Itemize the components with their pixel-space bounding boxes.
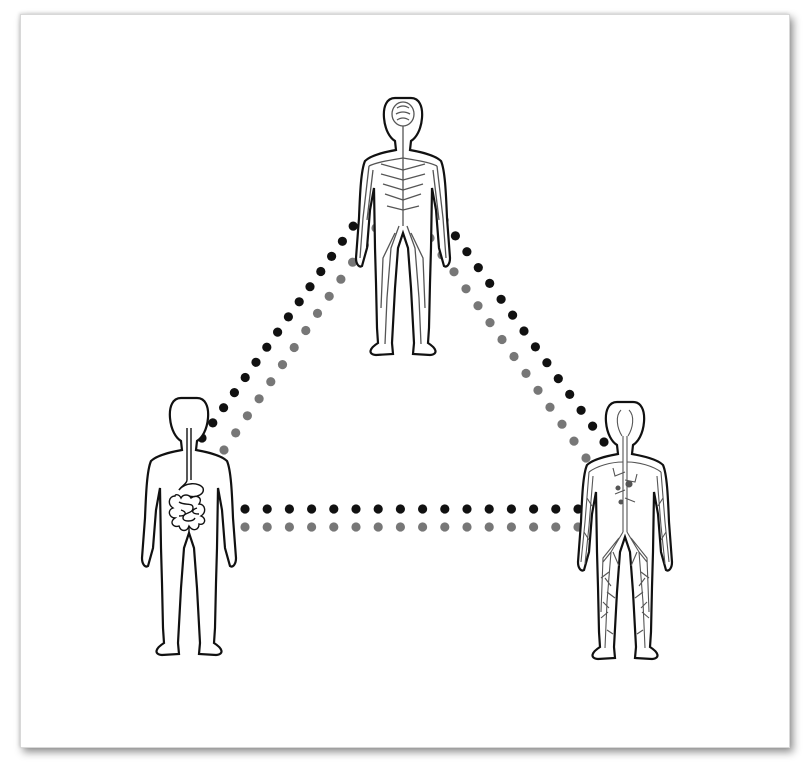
connection-dot <box>277 360 288 370</box>
connection-dot <box>305 282 315 292</box>
connection-dot <box>507 310 518 320</box>
digestive-system-figure <box>140 396 238 657</box>
connection-dot <box>440 522 450 532</box>
connection-dot <box>219 445 229 455</box>
connection-dot <box>551 504 561 514</box>
connection-dot <box>542 358 552 368</box>
connection-dot <box>599 437 609 447</box>
connection-dot <box>262 504 272 514</box>
nervous-system-detail <box>359 101 447 345</box>
connection-dot <box>395 522 405 532</box>
connection-dot <box>530 342 541 352</box>
connection-dot <box>273 327 283 337</box>
connection-dot <box>262 342 272 352</box>
connection-dot <box>569 436 579 446</box>
connection-dot <box>289 342 299 353</box>
connection-dot <box>242 411 252 421</box>
connection-dot <box>284 522 294 532</box>
connection-dot <box>283 312 293 322</box>
connection-dot <box>588 421 598 431</box>
connection-dot <box>240 522 250 532</box>
connection-dot <box>529 504 539 514</box>
connection-dot <box>351 504 361 514</box>
connection-dot <box>462 247 472 257</box>
connection-dot <box>351 522 361 532</box>
connection-dot <box>316 266 326 277</box>
connection-dot <box>576 405 586 415</box>
connection-dot <box>440 504 450 514</box>
connection-dot <box>373 504 383 514</box>
connection-dot <box>581 453 591 463</box>
connection-dot <box>231 428 241 438</box>
connection-dot <box>519 326 529 336</box>
connection-top-left <box>197 206 381 455</box>
connection-dot <box>294 297 304 307</box>
connection-dot <box>284 504 294 514</box>
connection-dot <box>312 308 323 318</box>
connection-dot <box>462 522 472 532</box>
connection-dot <box>484 522 494 532</box>
connection-dot <box>301 325 311 336</box>
connection-dot <box>509 351 519 362</box>
connection-dot <box>336 274 346 284</box>
connection-dot <box>418 504 428 514</box>
digestive-organs <box>168 428 206 539</box>
connection-dot <box>251 357 261 367</box>
connection-dot <box>307 504 317 514</box>
circulatory-system-figure <box>576 400 674 661</box>
connection-lines <box>197 206 609 532</box>
nervous-system-figure <box>354 96 452 357</box>
connection-dot <box>348 221 358 231</box>
connection-dot <box>473 301 483 311</box>
connection-dot <box>324 291 334 301</box>
connection-dot <box>240 504 250 514</box>
connection-dot <box>219 403 229 413</box>
connection-dot <box>307 522 317 532</box>
connection-dot <box>395 504 405 514</box>
connection-dot <box>450 231 460 241</box>
connection-dot <box>348 257 358 267</box>
connection-bottom <box>240 504 583 532</box>
connection-dot <box>418 522 428 532</box>
connection-dot <box>266 377 276 387</box>
connection-dot <box>327 251 337 261</box>
connection-dot <box>262 522 272 532</box>
connection-dot <box>240 372 250 383</box>
connection-dot <box>329 504 339 514</box>
connection-dot <box>484 504 494 514</box>
circulatory-system-body-icon <box>576 400 674 661</box>
connection-dot <box>208 418 218 428</box>
circulatory-vessels <box>580 409 670 649</box>
connection-dot <box>551 522 561 532</box>
connection-dot <box>337 236 347 246</box>
connection-dot <box>329 522 339 532</box>
connection-dot <box>229 388 239 398</box>
connection-dot <box>557 419 567 429</box>
connection-dot <box>545 402 555 412</box>
connection-dot <box>529 522 539 532</box>
connection-dot <box>461 284 471 294</box>
connection-dot <box>496 294 506 304</box>
connection-dot <box>533 385 543 395</box>
connection-dot <box>449 267 459 277</box>
connection-dot <box>473 263 483 273</box>
connection-dot <box>521 368 531 378</box>
connection-dot <box>373 522 383 532</box>
connection-dot <box>553 374 563 384</box>
connection-dot <box>462 504 472 514</box>
connection-dot <box>497 334 507 345</box>
connection-dot <box>485 318 495 328</box>
connection-top-right <box>425 215 609 463</box>
connection-dot <box>565 389 575 399</box>
connection-dot <box>254 394 264 404</box>
connection-dot <box>506 504 516 514</box>
connection-dot <box>485 278 495 288</box>
connection-dot <box>506 522 516 532</box>
connection-dot <box>573 504 583 514</box>
